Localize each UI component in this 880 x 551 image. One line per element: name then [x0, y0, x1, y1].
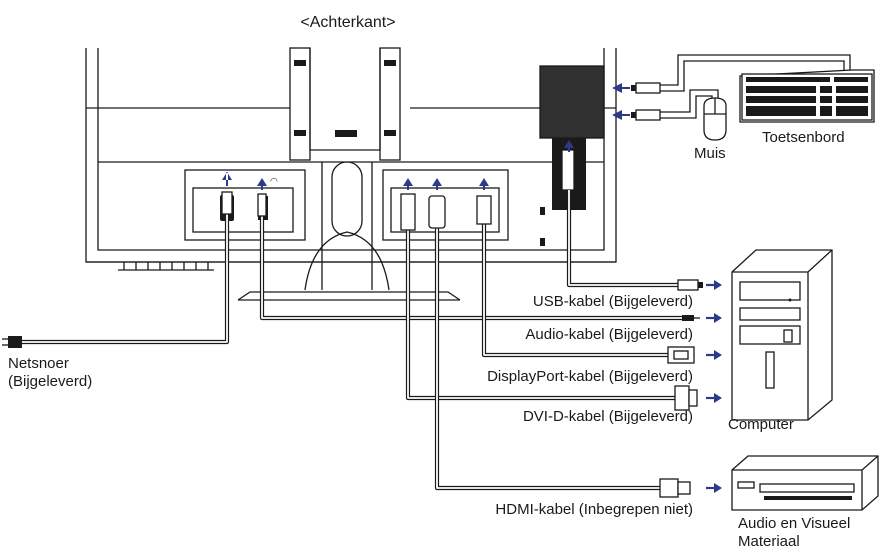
dvi-cable — [400, 193, 698, 411]
keyboard-label: Toetsenbord — [762, 129, 845, 146]
cables — [2, 54, 851, 498]
svg-text:◠: ◠ — [270, 177, 278, 187]
mouse-label: Muis — [694, 145, 726, 162]
usb-hub — [539, 65, 605, 210]
hdmi-cable-label: HDMI-kabel (Inbegrepen niet) — [495, 501, 693, 518]
lock-slot — [540, 207, 545, 215]
power-cable-label-sub: (Bijgeleverd) — [8, 373, 92, 390]
mouse-cable — [631, 89, 719, 121]
av-label-line2: Materiaal — [738, 533, 800, 550]
keyboard-icon — [739, 69, 875, 123]
power-cable-label: Netsnoer — [8, 355, 69, 372]
hdmi-cable — [428, 195, 691, 498]
dvid-cable-label: DVI-D-kabel (Bijgeleverd) — [523, 408, 693, 425]
power-cable — [2, 191, 233, 348]
cable-arrows — [706, 280, 722, 493]
audio-cable — [257, 193, 700, 321]
displayport-cable-label: DisplayPort-kabel (Bijgeleverd) — [487, 368, 693, 385]
usb-cable-label: USB-kabel (Bijgeleverd) — [533, 293, 693, 310]
usb-cable — [566, 190, 703, 291]
monitor-back — [85, 48, 617, 271]
diagram-title: <Achterkant> — [300, 14, 395, 31]
computer-label: Computer — [728, 416, 794, 433]
keyboard-cable — [631, 54, 851, 94]
mouse-icon — [703, 97, 727, 141]
port-arrows — [222, 83, 630, 190]
computer-icon — [731, 249, 833, 421]
displayport-cable — [476, 195, 695, 364]
audio-cable-label: Audio-kabel (Bijgeleverd) — [525, 326, 693, 343]
av-device-icon — [731, 455, 879, 511]
monitor-stand — [237, 47, 461, 301]
av-label-line1: Audio en Visueel — [738, 515, 850, 532]
vent-slots — [118, 262, 214, 271]
left-port-panel: ◠ — [184, 169, 306, 241]
